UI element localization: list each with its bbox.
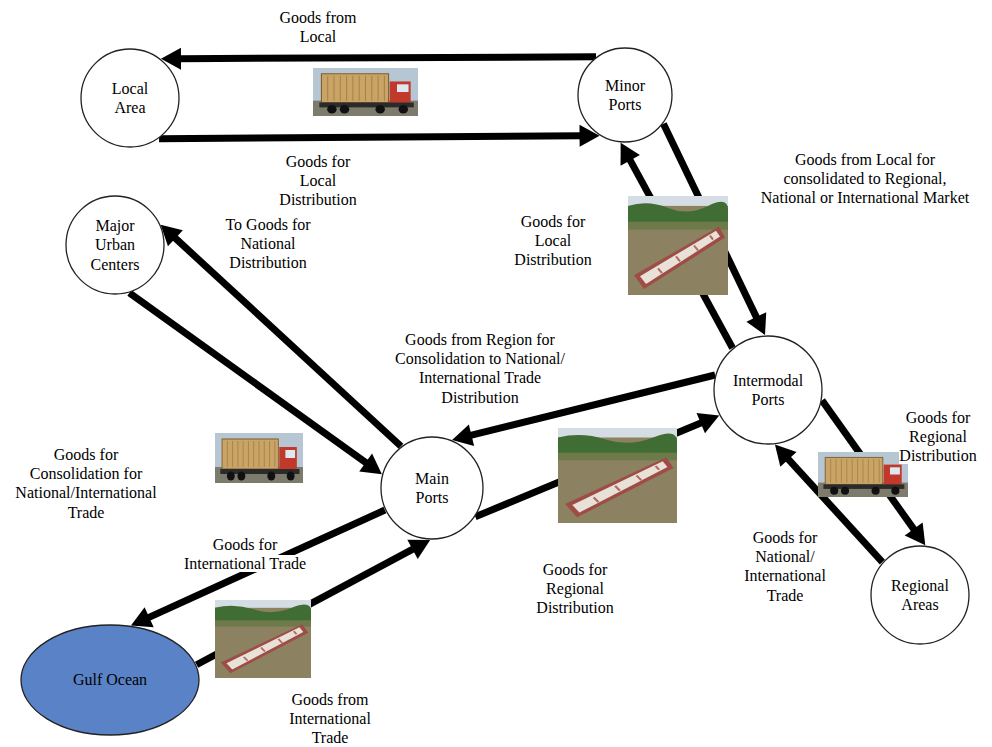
truck-photo xyxy=(215,433,303,483)
node-ellipse xyxy=(66,196,164,294)
node-text-group: Major Urban Centers xyxy=(65,195,165,295)
edge-label: Goods for National/ International Trade xyxy=(744,529,826,604)
edge-label: Goods from Region for Consolidation to N… xyxy=(395,331,565,406)
node-text-group: Local Area xyxy=(80,48,180,148)
node-label: Intermodal Ports xyxy=(728,371,808,409)
arrow-head xyxy=(697,413,720,433)
node-outline xyxy=(80,48,180,148)
node-text-column: Main Ports xyxy=(407,469,457,507)
flow-line xyxy=(179,57,596,59)
flow-line xyxy=(159,136,581,139)
arrow-head xyxy=(407,540,430,559)
arrow-head xyxy=(775,445,797,467)
flow-arrow xyxy=(621,143,733,348)
edge-label-box: Goods from Local xyxy=(268,8,368,46)
edge-label-box: Goods for Local Distribution xyxy=(268,152,368,210)
edge-label: Goods for Regional Distribution xyxy=(899,409,976,464)
node-text-group: Minor Ports xyxy=(577,47,673,143)
node-text-column: Intermodal Ports xyxy=(728,371,808,409)
edge-label: Goods from International Trade xyxy=(289,691,371,746)
edge-label-box: Goods for Local Distribution xyxy=(503,212,603,270)
barge-photo xyxy=(558,428,677,523)
node-label: Regional Areas xyxy=(885,576,955,614)
node-outline xyxy=(870,545,970,645)
arrow-head xyxy=(905,523,926,546)
node-ellipse xyxy=(714,336,822,444)
arrow-head xyxy=(131,607,154,627)
port-circle: Regional Areas xyxy=(870,545,970,645)
node-text-column: Local Area xyxy=(100,79,160,117)
edge-label-box: Goods for National/ International Trade xyxy=(735,528,835,605)
edge-label-box: Goods for Regional Distribution xyxy=(520,560,630,618)
node-ellipse xyxy=(21,625,199,735)
node-text-group: Intermodal Ports xyxy=(713,335,823,445)
node-outline xyxy=(380,436,484,540)
node-ellipse xyxy=(381,437,483,539)
edge-label: Goods for Local Distribution xyxy=(514,213,591,268)
edge-label: Goods for Consolidation for National/Int… xyxy=(15,446,156,521)
edge-label-box: Goods for International Trade xyxy=(175,535,315,573)
edge-label: Goods for International Trade xyxy=(184,536,306,572)
edge-label: To Goods for National Distribution xyxy=(225,216,310,271)
edge-label-box: To Goods for National Distribution xyxy=(213,215,323,273)
truck-photo xyxy=(818,452,908,497)
port-circle: Minor Ports xyxy=(577,47,673,143)
edge-label-box: Goods for Consolidation for National/Int… xyxy=(8,445,164,522)
flow-arrow xyxy=(161,48,596,70)
port-circle: Major Urban Centers xyxy=(65,195,165,295)
node-text-group: Main Ports xyxy=(380,436,484,540)
node-text-column: Major Urban Centers xyxy=(85,216,145,274)
edge-label: Goods for Local Distribution xyxy=(279,153,356,208)
node-label: Local Area xyxy=(100,79,160,117)
node-outline xyxy=(577,47,673,143)
node-text-column: Gulf Ocean xyxy=(60,670,160,689)
edge-label: Goods from Local xyxy=(280,9,357,45)
port-circle: Intermodal Ports xyxy=(713,335,823,445)
port-circle: Main Ports xyxy=(380,436,484,540)
node-label: Minor Ports xyxy=(595,76,655,114)
node-text-group: Regional Areas xyxy=(870,545,970,645)
node-outline xyxy=(713,335,823,445)
arrow-head xyxy=(359,454,382,475)
node-ellipse xyxy=(871,546,969,644)
node-label: Main Ports xyxy=(407,469,457,507)
node-text-group: Gulf Ocean xyxy=(20,624,200,736)
node-label: Gulf Ocean xyxy=(60,670,160,689)
edge-label-box: Goods from Local for consolidated to Reg… xyxy=(758,150,973,208)
edge-label: Goods for Regional Distribution xyxy=(536,561,613,616)
edge-label-box: Goods for Regional Distribution xyxy=(888,408,988,466)
edge-label-box: Goods from International Trade xyxy=(270,690,390,747)
barge-photo xyxy=(628,196,728,295)
node-text-column: Regional Areas xyxy=(885,576,955,614)
truck-photo xyxy=(313,68,418,116)
arrow-head xyxy=(621,143,640,166)
arrow-head xyxy=(746,312,766,335)
edge-label-box: Goods from Region for Consolidation to N… xyxy=(393,330,568,407)
node-label: Major Urban Centers xyxy=(85,216,145,274)
port-circle: Local Area xyxy=(80,48,180,148)
port-circle: Gulf Ocean xyxy=(20,624,200,736)
node-text-column: Minor Ports xyxy=(595,76,655,114)
flow-arrow xyxy=(159,125,599,147)
edge-label: Goods from Local for consolidated to Reg… xyxy=(761,151,969,206)
node-ellipse xyxy=(578,48,672,142)
node-ellipse xyxy=(81,49,179,147)
barge-photo xyxy=(215,600,311,678)
